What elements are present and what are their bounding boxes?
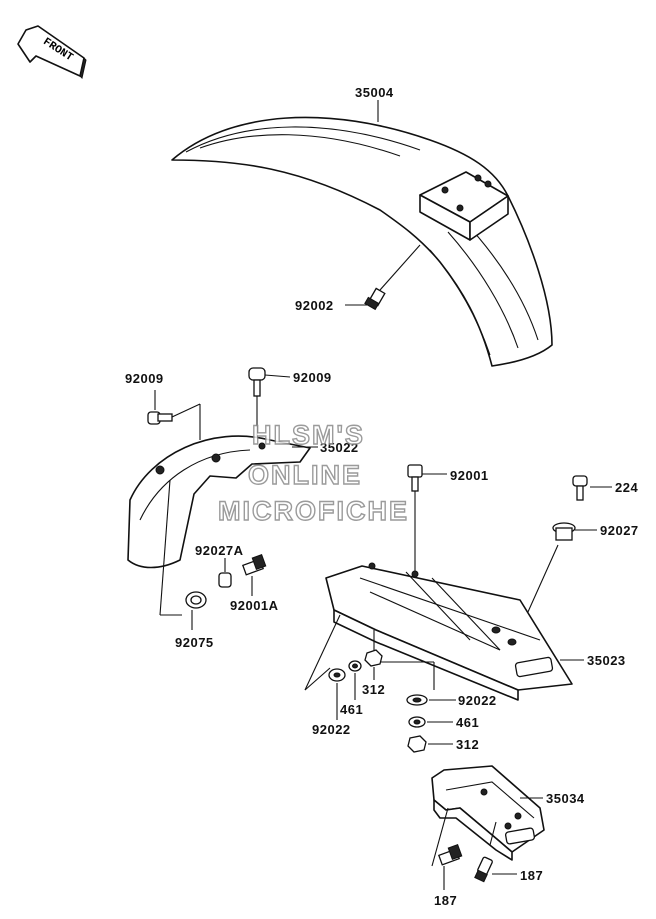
label-92002[interactable]: 92002 [295, 298, 334, 313]
bolt-92002[interactable] [345, 244, 421, 311]
bolt-187-right[interactable] [474, 856, 517, 883]
label-35004[interactable]: 35004 [355, 85, 394, 100]
watermark-line-1: HLSM'S [252, 420, 365, 450]
bolt-92009-left[interactable] [147, 390, 201, 440]
label-35023[interactable]: 35023 [587, 653, 626, 668]
washer-461-left[interactable] [348, 660, 362, 700]
label-92001[interactable]: 92001 [450, 468, 489, 483]
front-arrow-badge: FRONT [17, 25, 87, 79]
nut-312-right[interactable] [407, 735, 453, 753]
watermark-line-3: MICROFICHE [218, 496, 409, 526]
label-461-right[interactable]: 461 [456, 715, 479, 730]
washer-92022-right[interactable] [406, 694, 456, 706]
rear-fender-35023[interactable] [304, 562, 584, 701]
label-187-left[interactable]: 187 [434, 893, 457, 908]
front-fender-35004[interactable] [171, 100, 553, 367]
label-92022-right[interactable]: 92022 [458, 693, 497, 708]
rear-fender-flap-35022[interactable] [127, 435, 318, 616]
label-92075[interactable]: 92075 [175, 635, 214, 650]
bolt-187-left[interactable] [437, 844, 463, 890]
watermark-line-2: ONLINE [248, 460, 362, 490]
label-312-right[interactable]: 312 [456, 737, 479, 752]
label-35034[interactable]: 35034 [546, 791, 585, 806]
label-92027A[interactable]: 92027A [195, 543, 244, 558]
label-461-left[interactable]: 461 [340, 702, 363, 717]
label-92009-center[interactable]: 92009 [293, 370, 332, 385]
watermark: HLSM'S ONLINE MICROFICHE [217, 419, 409, 526]
label-92022-left[interactable]: 92022 [312, 722, 351, 737]
bracket-35034[interactable] [431, 765, 545, 867]
washer-92022-left[interactable] [328, 668, 346, 720]
label-92001A[interactable]: 92001A [230, 598, 279, 613]
label-187-right[interactable]: 187 [520, 868, 543, 883]
collar-92027A[interactable] [218, 558, 232, 588]
label-312-left[interactable]: 312 [362, 682, 385, 697]
label-92009-left[interactable]: 92009 [125, 371, 164, 386]
label-224[interactable]: 224 [615, 480, 638, 495]
screw-224[interactable] [572, 475, 612, 501]
nut-312-left[interactable] [364, 649, 383, 680]
washer-461-right[interactable] [408, 716, 453, 728]
grommet-92075[interactable] [185, 591, 207, 630]
label-92027[interactable]: 92027 [600, 523, 639, 538]
bolt-92001A[interactable] [241, 554, 267, 596]
label-35022[interactable]: 35022 [320, 440, 359, 455]
bolt-92001[interactable] [407, 464, 447, 572]
